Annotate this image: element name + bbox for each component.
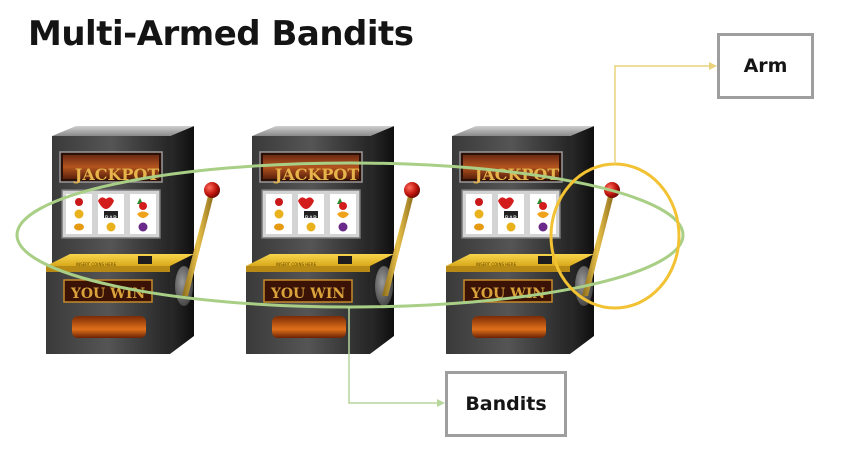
you-win-label: YOU WIN <box>270 286 346 302</box>
arm-connector-arrowhead <box>709 62 717 70</box>
slot-machine-1: JACKPOT BAR INSERT COINS HERE YOU WIN <box>45 125 221 355</box>
slot-machine-2: JACKPOT BAR INSERT COINS HERE YOU WIN <box>245 125 421 355</box>
bandits-callout-label: Bandits <box>465 393 547 415</box>
jackpot-label: JACKPOT <box>273 165 360 184</box>
bandits-highlight-ellipse <box>15 161 685 309</box>
you-win-label: YOU WIN <box>70 286 146 302</box>
bandits-connector-arrowhead <box>437 399 445 407</box>
reel-bar-label: BAR <box>105 215 117 222</box>
arm-connector-line <box>614 65 712 164</box>
diagram-title: Multi-Armed Bandits <box>28 14 414 54</box>
insert-coins-label: INSERT COINS HERE <box>476 262 517 267</box>
slot-machine-3: JACKPOT BAR INSERT COINS HERE YOU WIN <box>445 125 621 355</box>
reel-bar-label: BAR <box>305 215 317 222</box>
you-win-label: YOU WIN <box>470 286 546 302</box>
jackpot-label: JACKPOT <box>73 165 160 184</box>
reel-bar-label: BAR <box>505 215 517 222</box>
bandits-callout: Bandits <box>445 371 567 437</box>
insert-coins-label: INSERT COINS HERE <box>276 262 317 267</box>
arm-callout: Arm <box>717 33 814 99</box>
arm-callout-label: Arm <box>743 55 788 77</box>
bandits-connector-line <box>348 307 440 404</box>
insert-coins-label: INSERT COINS HERE <box>76 262 117 267</box>
